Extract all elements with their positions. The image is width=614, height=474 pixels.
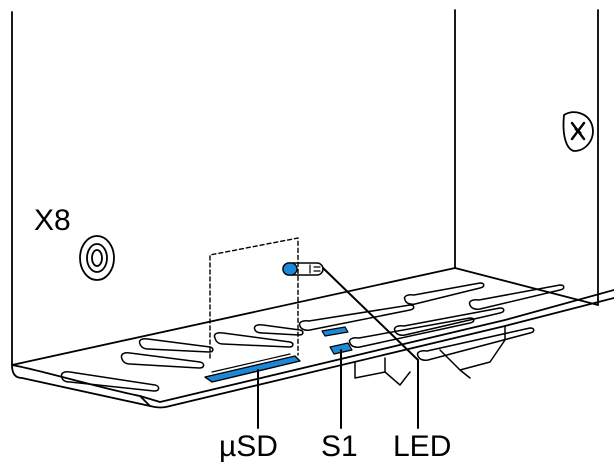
x8-connector [79, 235, 115, 281]
plate-slots [60, 282, 565, 392]
screw-icon [562, 111, 594, 152]
x8-label: X8 [34, 204, 71, 237]
mounting-plate [11, 267, 614, 409]
usd-label: µSD [219, 430, 278, 463]
housing-body [11, 9, 599, 366]
din-clip [354, 325, 506, 386]
led-window [282, 262, 324, 276]
led-label: LED [393, 430, 452, 463]
usd-slot [204, 353, 301, 383]
usd-dashed-outline [209, 237, 299, 359]
leader-lines [257, 267, 419, 429]
s1-switch [321, 326, 353, 355]
s1-label: S1 [321, 430, 358, 463]
